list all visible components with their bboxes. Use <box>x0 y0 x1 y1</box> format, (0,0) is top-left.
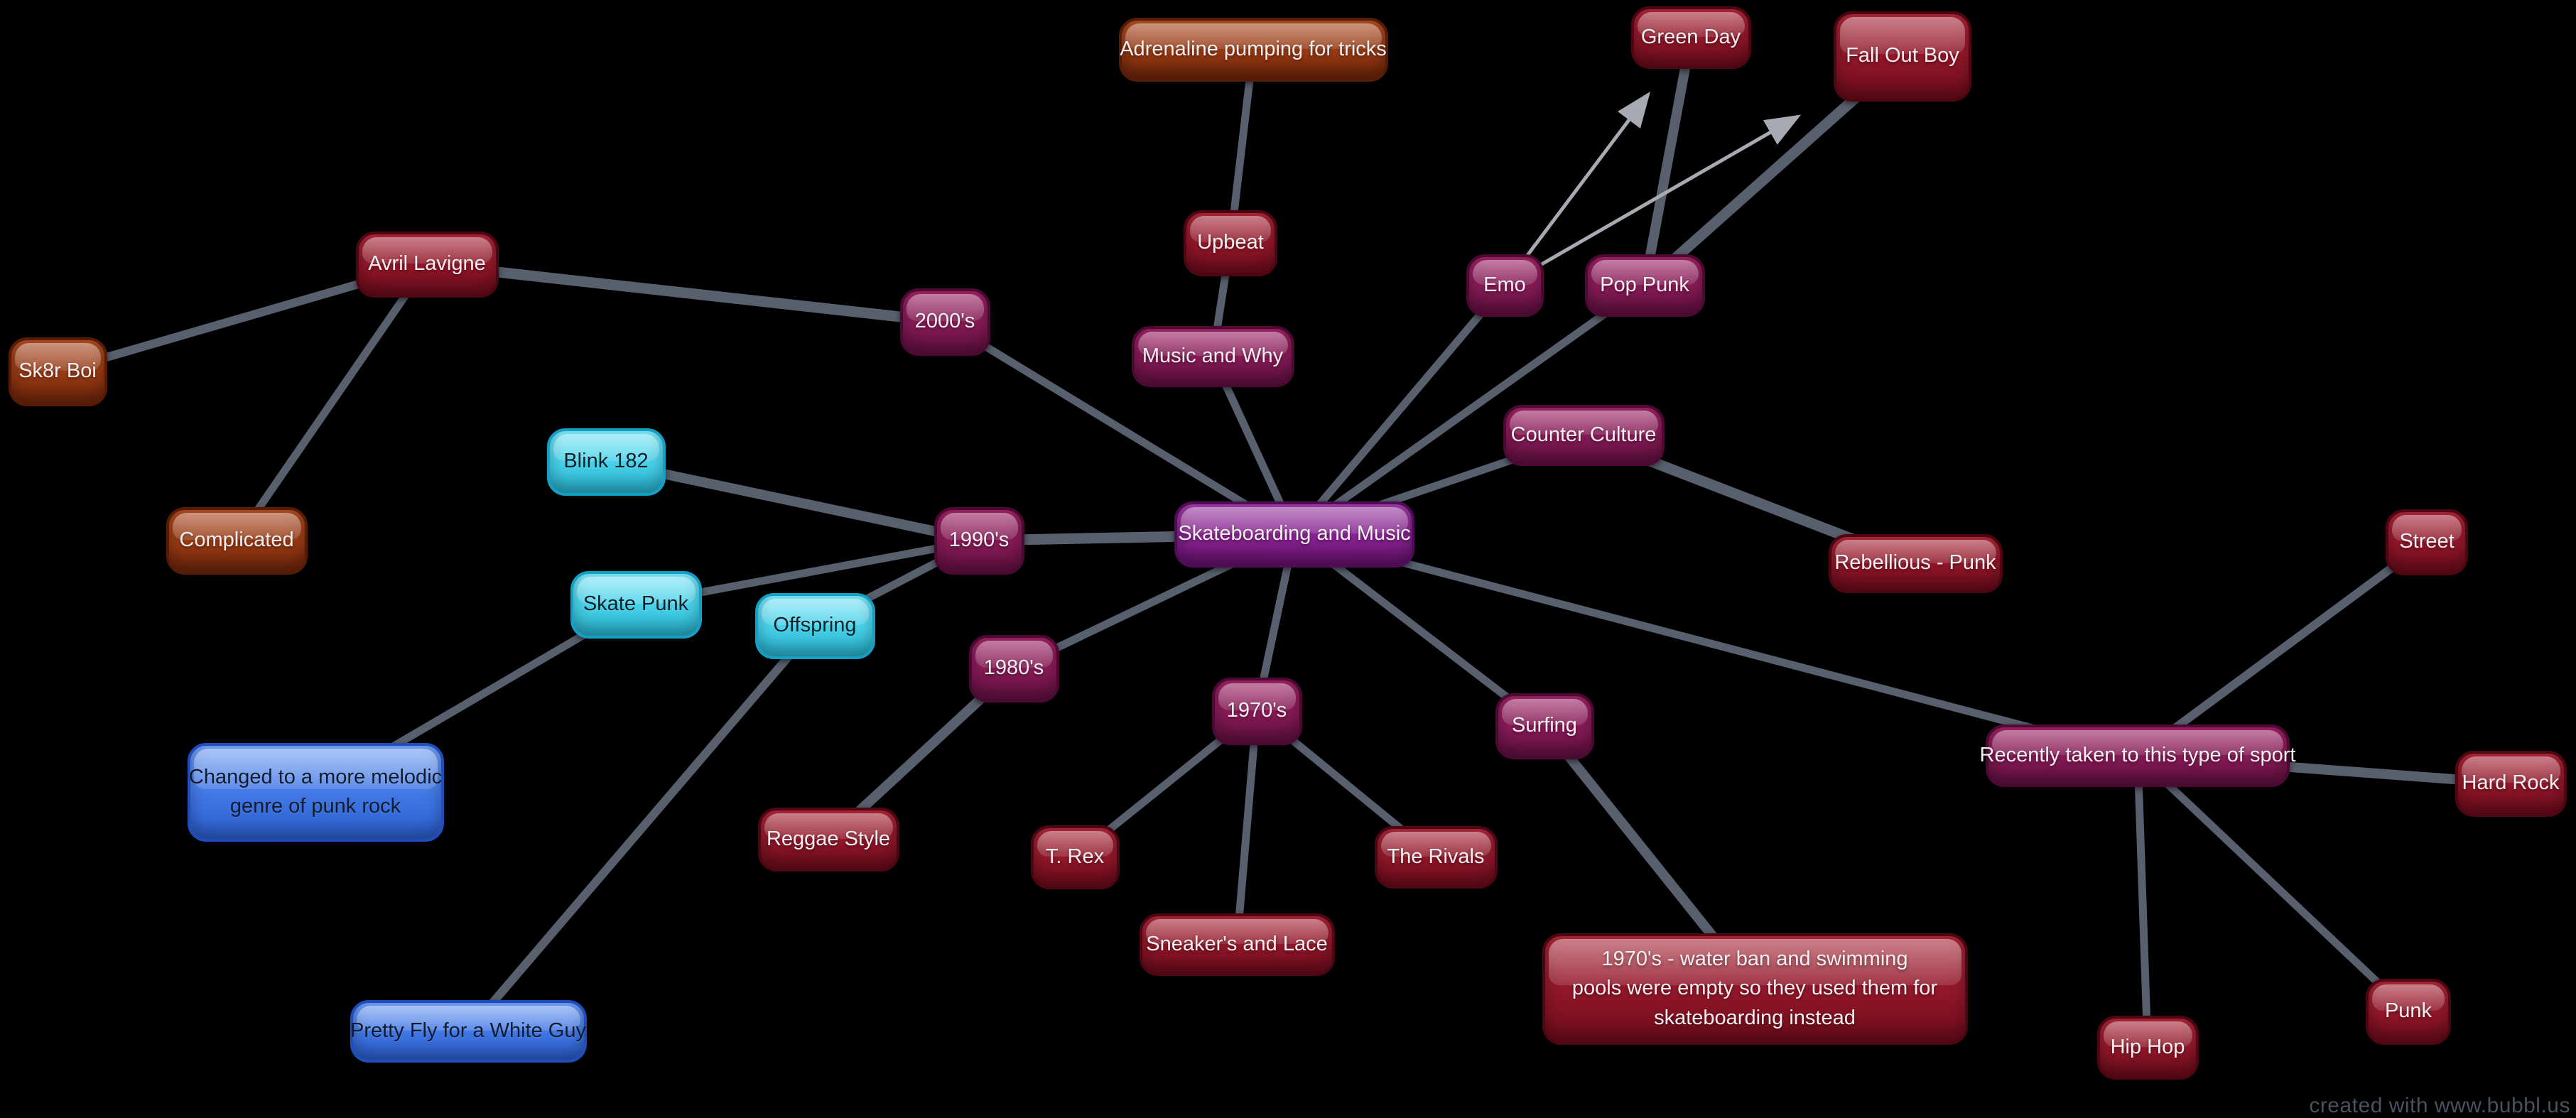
node-label-surfing: Surfing <box>1512 714 1577 737</box>
edge-emo--skateboarding-and-music[interactable] <box>1291 283 1508 537</box>
edge-recently-taken--hip-hop[interactable] <box>2133 755 2152 1048</box>
node-1970s[interactable]: 1970's <box>1211 677 1302 745</box>
node-label-recently-taken: Recently taken to this type of sport <box>1979 744 2296 767</box>
node-complicated[interactable]: Complicated <box>166 506 308 575</box>
node-pop-punk[interactable]: Pop Punk <box>1584 254 1705 317</box>
node-label-skateboarding-and-music: Skateboarding and Music <box>1178 522 1411 546</box>
edge-avril-lavigne--2000s[interactable] <box>426 259 946 327</box>
node-label-water-ban-1970s: 1970's - water ban and swimming pools we… <box>1571 948 1938 1029</box>
node-label-fall-out-boy: Fall Out Boy <box>1846 44 1959 67</box>
node-punk[interactable]: Punk <box>2366 978 2451 1045</box>
node-label-hip-hop: Hip Hop <box>2110 1036 2185 1059</box>
node-label-emo: Emo <box>1483 273 1526 297</box>
node-t-rex[interactable]: T. Rex <box>1030 825 1120 889</box>
node-label-pop-punk: Pop Punk <box>1600 273 1689 297</box>
node-label-avril-lavigne: Avril Lavigne <box>368 252 486 276</box>
edge-2000s--skateboarding-and-music[interactable] <box>943 318 1297 538</box>
node-label-pretty-fly: Pretty Fly for a White Guy <box>350 1019 586 1043</box>
node-emo[interactable]: Emo <box>1466 254 1544 317</box>
node-pretty-fly[interactable]: Pretty Fly for a White Guy <box>350 1000 587 1063</box>
edge-pop-punk--skateboarding-and-music[interactable] <box>1292 282 1647 538</box>
node-label-1980s: 1980's <box>983 656 1044 680</box>
node-hard-rock[interactable]: Hard Rock <box>2455 750 2567 817</box>
node-label-hard-rock: Hard Rock <box>2462 771 2560 795</box>
node-label-1990s: 1990's <box>948 528 1010 552</box>
node-label-2000s: 2000's <box>914 310 975 333</box>
node-label-adrenaline-pumping: Adrenaline pumping for tricks <box>1120 38 1387 61</box>
node-2000s[interactable]: 2000's <box>899 288 990 356</box>
node-reggae-style[interactable]: Reggae Style <box>757 808 899 872</box>
node-skateboarding-and-music[interactable]: Skateboarding and Music <box>1174 501 1414 568</box>
node-changed-melodic[interactable]: Changed to a more melodic genre of punk … <box>187 742 444 842</box>
node-rebellious-punk[interactable]: Rebellious - Punk <box>1828 533 2003 593</box>
watermark: created with www.bubbl.us <box>2309 1094 2570 1117</box>
edge-blink-182--1990s[interactable] <box>605 457 980 546</box>
node-skate-punk[interactable]: Skate Punk <box>570 570 702 639</box>
node-label-upbeat: Upbeat <box>1197 231 1264 254</box>
node-label-blink-182: Blink 182 <box>563 450 649 473</box>
node-fall-out-boy[interactable]: Fall Out Boy <box>1834 11 1971 102</box>
node-blink-182[interactable]: Blink 182 <box>546 428 666 496</box>
node-adrenaline-pumping[interactable]: Adrenaline pumping for tricks <box>1118 18 1388 82</box>
node-recently-taken[interactable]: Recently taken to this type of sport <box>1980 724 2295 787</box>
node-label-punk: Punk <box>2384 999 2432 1023</box>
edge-1970s--sneakers-and-lace[interactable] <box>1233 710 1261 945</box>
node-music-and-why[interactable]: Music and Why <box>1131 326 1294 387</box>
node-offspring[interactable]: Offspring <box>754 592 875 659</box>
node-label-rebellious-punk: Rebellious - Punk <box>1834 551 1996 575</box>
node-label-t-rex: T. Rex <box>1045 845 1105 869</box>
node-surfing[interactable]: Surfing <box>1495 693 1594 759</box>
node-label-green-day: Green Day <box>1640 26 1741 49</box>
node-counter-culture[interactable]: Counter Culture <box>1503 405 1665 466</box>
node-water-ban-1970s[interactable]: 1970's - water ban and swimming pools we… <box>1542 933 1968 1045</box>
node-label-offspring: Offspring <box>773 614 857 637</box>
node-sneakers-and-lace[interactable]: Sneaker's and Lace <box>1139 913 1335 976</box>
node-label-sk8r-boi: Sk8r Boi <box>18 359 97 383</box>
node-sk8r-boi[interactable]: Sk8r Boi <box>8 337 107 406</box>
node-green-day[interactable]: Green Day <box>1630 6 1751 69</box>
node-street[interactable]: Street <box>2386 509 2468 575</box>
edge-pop-punk--green-day[interactable] <box>1640 36 1696 287</box>
edge-offspring--pretty-fly[interactable] <box>465 623 818 1034</box>
edge-emo--fall-out-boy[interactable] <box>1503 114 1802 288</box>
node-avril-lavigne[interactable]: Avril Lavigne <box>355 231 499 298</box>
node-label-skate-punk: Skate Punk <box>583 592 689 616</box>
node-label-counter-culture: Counter Culture <box>1510 423 1657 447</box>
edge-recently-taken--street[interactable] <box>2135 538 2430 759</box>
node-the-rivals[interactable]: The Rivals <box>1374 826 1498 889</box>
node-hip-hop[interactable]: Hip Hop <box>2096 1016 2199 1080</box>
node-1980s[interactable]: 1980's <box>968 634 1059 702</box>
node-label-sneakers-and-lace: Sneaker's and Lace <box>1146 933 1328 956</box>
node-label-changed-melodic: Changed to a more melodic genre of punk … <box>188 765 443 818</box>
node-1990s[interactable]: 1990's <box>933 506 1024 575</box>
node-label-complicated: Complicated <box>179 528 294 552</box>
node-label-1970s: 1970's <box>1226 699 1287 722</box>
node-label-street: Street <box>2399 530 2455 553</box>
edge-skateboarding-and-music--recently-taken[interactable] <box>1293 530 2139 760</box>
node-label-reggae-style: Reggae Style <box>766 827 891 851</box>
edge-complicated--avril-lavigne[interactable] <box>233 261 431 543</box>
node-label-music-and-why: Music and Why <box>1142 344 1284 368</box>
node-label-the-rivals: The Rivals <box>1387 845 1485 869</box>
edge-emo--green-day[interactable] <box>1503 91 1650 287</box>
edge-recently-taken--punk[interactable] <box>2135 753 2411 1014</box>
node-upbeat[interactable]: Upbeat <box>1184 210 1277 276</box>
